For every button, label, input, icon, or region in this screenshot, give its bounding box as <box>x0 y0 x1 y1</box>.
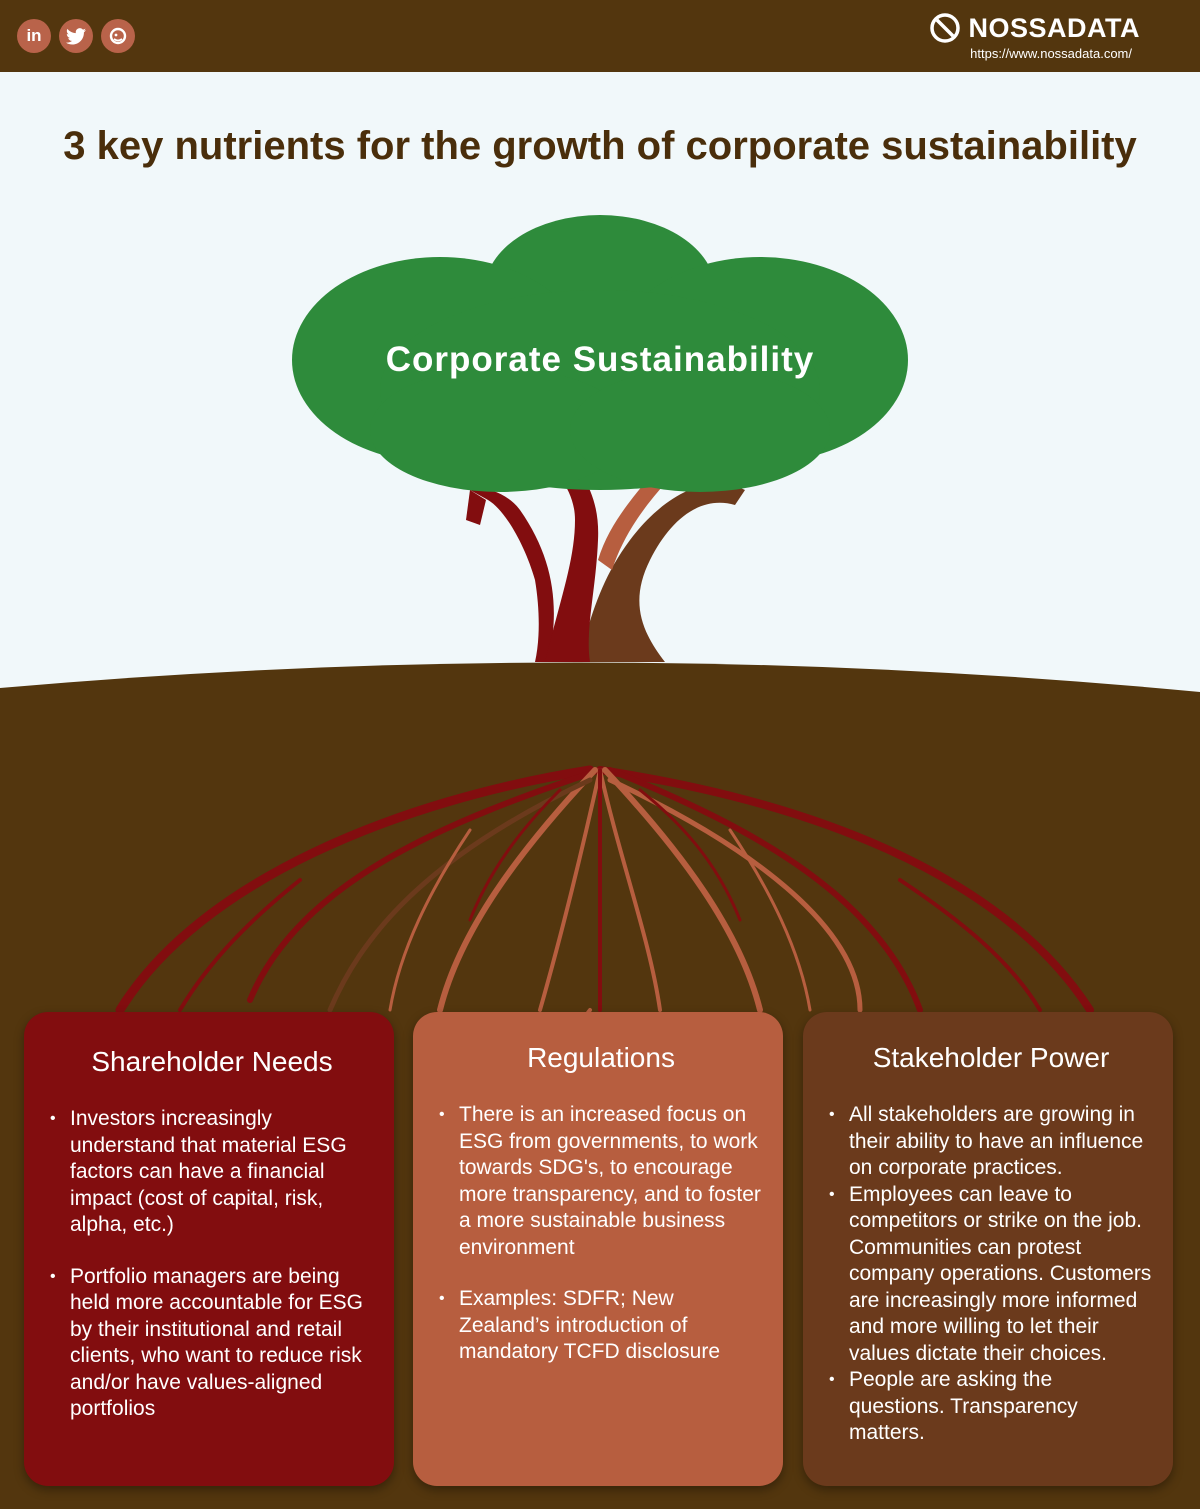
list-item: Examples: SDFR; New Zealand’s introducti… <box>439 1286 763 1366</box>
card-regulations: Regulations There is an increased focus … <box>413 1012 783 1486</box>
card-bullets: All stakeholders are growing in their ab… <box>829 1102 1153 1447</box>
tree-crown <box>292 215 908 492</box>
card-shareholder-needs: Shareholder Needs Investors increasingly… <box>24 1012 394 1486</box>
card-bullets: There is an increased focus on ESG from … <box>439 1102 763 1366</box>
mailchimp-icon[interactable] <box>101 19 135 53</box>
card-heading: Regulations <box>527 1042 675 1073</box>
brand: NOSSADATA https://www.nossadata.com/ <box>929 12 1141 61</box>
card-bullets: Investors increasingly understand that m… <box>50 1106 374 1423</box>
linkedin-icon[interactable]: in <box>17 19 51 53</box>
nossadata-logo-icon <box>929 13 960 43</box>
list-item: Employees can leave to competitors or st… <box>829 1182 1153 1368</box>
list-item: Portfolio managers are being held more a… <box>50 1264 374 1423</box>
card-heading: Shareholder Needs <box>91 1046 333 1077</box>
mailchimp-monkey-glyph <box>109 27 127 45</box>
brand-row: NOSSADATA <box>929 12 1141 44</box>
top-bar: in NOSSADATA https://www.nossadata.com/ <box>0 0 1200 72</box>
brand-url[interactable]: https://www.nossadata.com/ <box>970 46 1132 61</box>
crown-label: Corporate Sustainability <box>385 340 815 379</box>
list-item: There is an increased focus on ESG from … <box>439 1102 763 1261</box>
card-stakeholder-power: Stakeholder Power All stakeholders are g… <box>803 1012 1173 1486</box>
brand-name[interactable]: NOSSADATA <box>968 12 1140 43</box>
list-item: People are asking the questions. Transpa… <box>829 1367 1153 1447</box>
list-item: Investors increasingly understand that m… <box>50 1106 374 1239</box>
roots <box>115 765 1094 1122</box>
twitter-bird-glyph <box>66 27 86 44</box>
list-item: All stakeholders are growing in their ab… <box>829 1102 1153 1182</box>
twitter-icon[interactable] <box>59 19 93 53</box>
page-title: 3 key nutrients for the growth of corpor… <box>63 124 1137 168</box>
social-links: in <box>17 19 135 53</box>
card-heading: Stakeholder Power <box>872 1042 1110 1073</box>
